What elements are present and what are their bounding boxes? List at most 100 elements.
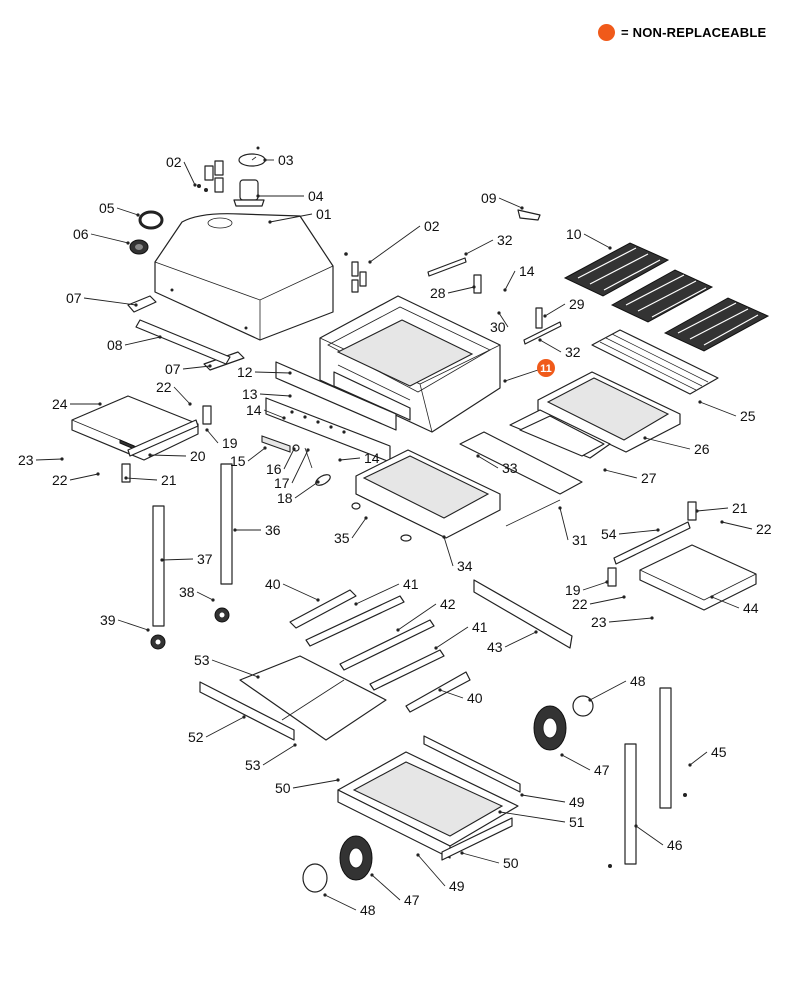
part-leg-rear-left: [214, 463, 233, 623]
leader-line: [351, 517, 367, 539]
leader-arrowhead: [193, 183, 197, 187]
callout-32a: 32: [464, 232, 513, 256]
leader-line: [259, 393, 291, 397]
leader-arrowhead: [158, 335, 162, 339]
leader-arrowhead: [603, 468, 607, 472]
callout-40b: 40: [438, 688, 483, 706]
part-igniter-strip: [261, 435, 291, 453]
leader-line: [608, 617, 653, 623]
leader-arrowhead: [476, 454, 480, 458]
leader-line: [183, 161, 196, 186]
callout-41a: 41: [354, 576, 419, 606]
callout-label: 36: [265, 522, 281, 538]
callout-label: 30: [490, 319, 506, 335]
leader-line: [339, 457, 361, 461]
callout-label: 21: [732, 500, 748, 516]
leader-arrowhead: [364, 516, 368, 520]
leader-line: [721, 521, 753, 530]
leader-arrowhead: [233, 528, 237, 532]
callout-label: 32: [497, 232, 513, 248]
leader-line: [397, 603, 437, 631]
callout-label: 23: [591, 614, 607, 630]
callout-label: 06: [73, 226, 89, 242]
callout-label: 53: [245, 757, 261, 773]
leader-arrowhead: [263, 158, 267, 162]
callout-08: 08: [107, 335, 162, 353]
leader-line: [282, 583, 319, 601]
leader-arrowhead: [208, 364, 212, 368]
callout-09: 09: [481, 190, 524, 210]
part-side-shelf-right: [639, 544, 757, 611]
callout-label: 24: [52, 396, 68, 412]
leader-arrowhead: [503, 379, 507, 383]
part-lower-rails: [289, 579, 573, 713]
callout-label: 29: [569, 296, 585, 312]
part-wheel-front: [339, 835, 373, 881]
leader-line: [544, 303, 566, 317]
callout-label: 40: [467, 690, 483, 706]
part-grease-tray: [537, 371, 681, 453]
callout-22c: 22: [720, 520, 772, 537]
callout-25: 25: [698, 400, 756, 424]
leader-line: [182, 365, 211, 370]
part-burner-tubes: [459, 431, 583, 527]
leader-arrowhead: [316, 598, 320, 602]
callout-40a: 40: [265, 576, 320, 602]
leader-arrowhead: [370, 873, 374, 877]
part-rings: [129, 210, 164, 255]
callout-label: 50: [275, 780, 291, 796]
callout-label: 53: [194, 652, 210, 668]
part-shelf-bracket-left: [121, 405, 212, 483]
leader-line: [447, 286, 475, 294]
callout-32b: 32: [538, 338, 581, 360]
leader-arrowhead: [710, 595, 714, 599]
callout-23a: 23: [18, 452, 64, 468]
callout-31: 31: [558, 506, 588, 548]
callout-label: 46: [667, 837, 683, 853]
callout-label: 48: [360, 902, 376, 918]
leader-arrowhead: [720, 520, 724, 524]
leader-arrowhead: [396, 628, 400, 632]
leader-line: [589, 680, 627, 701]
callout-label: 26: [694, 441, 710, 457]
part-lid: [154, 213, 334, 341]
part-drawer: [351, 449, 501, 542]
callout-24: 24: [52, 396, 102, 412]
callout-label: 41: [403, 576, 419, 592]
callout-label: 27: [641, 470, 657, 486]
callout-50a: 50: [275, 778, 340, 796]
leader-line: [324, 894, 357, 911]
callout-label: 39: [100, 612, 116, 628]
callout-15: 15: [230, 446, 267, 469]
callout-label: 01: [316, 206, 332, 222]
leader-arrowhead: [605, 580, 609, 584]
callout-36: 36: [233, 522, 281, 538]
leader-line: [582, 581, 608, 591]
leader-line: [635, 825, 664, 846]
callout-37: 37: [160, 551, 213, 567]
callout-label: 35: [334, 530, 350, 546]
callout-label: 12: [237, 364, 253, 380]
callout-label: 23: [18, 452, 34, 468]
callout-label: 11: [540, 363, 552, 375]
callout-54: 54: [601, 526, 660, 542]
callout-label: 25: [740, 408, 756, 424]
leader-arrowhead: [336, 778, 340, 782]
callout-12: 12: [237, 364, 292, 380]
callout-label: 13: [242, 386, 258, 402]
part-cart-base: [337, 735, 521, 861]
callout-label: 31: [572, 532, 588, 548]
leader-line: [539, 339, 562, 353]
callout-label: 40: [265, 576, 281, 592]
leader-arrowhead: [256, 194, 260, 198]
leader-arrowhead: [188, 402, 192, 406]
callout-label: 48: [630, 673, 646, 689]
callout-42: 42: [396, 596, 456, 632]
leader-line: [477, 455, 499, 469]
legend: = NON-REPLACEABLE: [598, 21, 766, 43]
callout-52: 52: [188, 715, 246, 745]
control-knob-marks: [290, 410, 346, 434]
callout-label: 07: [66, 290, 82, 306]
leader-arrowhead: [292, 447, 296, 451]
part-heat-plates: [509, 409, 611, 459]
